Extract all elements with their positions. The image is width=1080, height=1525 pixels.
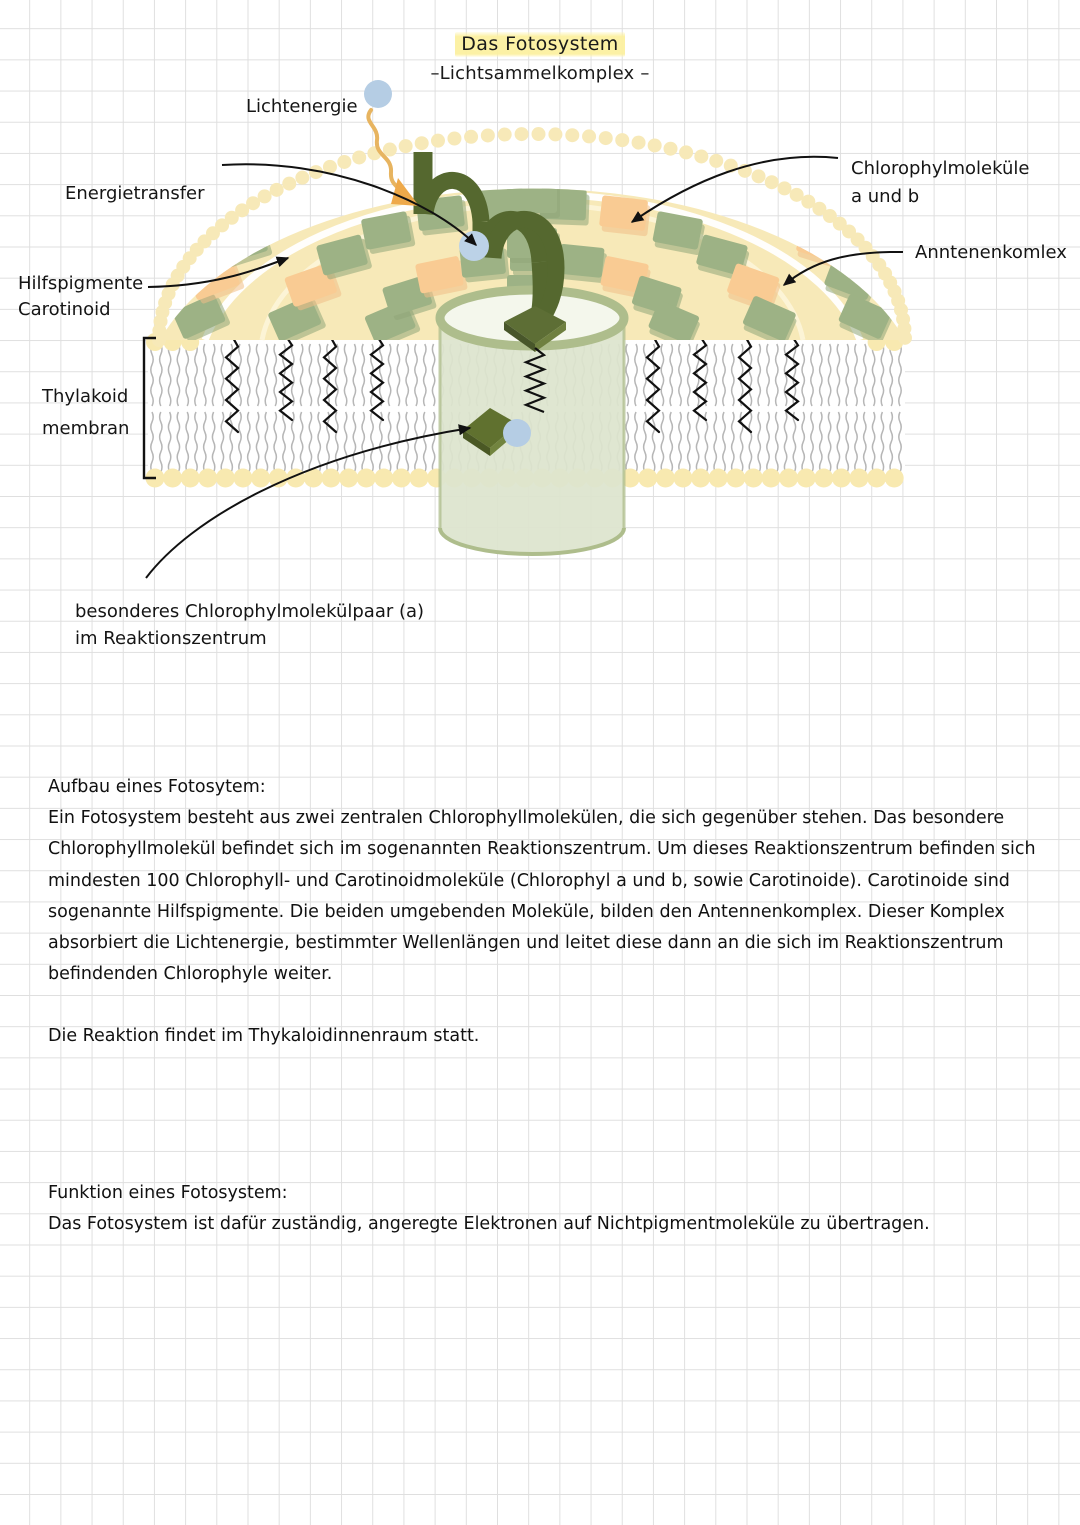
funktion-heading: Funktion eines Fotosystem:	[48, 1182, 288, 1203]
aufbau-paragraph: Ein Fotosystem besteht aus zwei zentrale…	[48, 808, 1036, 985]
label-energietransfer: Energietransfer	[65, 183, 205, 204]
label-chlorophyl-line1: Chlorophylmoleküle	[851, 158, 1030, 179]
paragraph-spacer-2	[48, 1053, 1048, 1178]
label-reaktionszentrum-line1: besonderes Chlorophylmolekülpaar (a)	[75, 601, 425, 622]
light-energy-squiggle	[366, 108, 406, 198]
label-reaktionszentrum-line2: im Reaktionszentrum	[75, 628, 267, 649]
photon-circle-antenna	[459, 231, 489, 261]
paragraph-spacer-1	[48, 990, 1048, 1021]
phytol-tail-top	[523, 347, 547, 414]
page-subtitle: –Lichtsammelkomplex –	[0, 63, 1080, 84]
page-title: Das Fotosystem	[0, 32, 1080, 57]
reaction-center-chlorophyll-top	[504, 306, 566, 352]
reaktion-paragraph: Die Reaktion findet im Thykaloidinnenrau…	[48, 1026, 480, 1047]
funktion-paragraph: Das Fotosystem ist dafür zuständig, ange…	[48, 1213, 930, 1234]
notes-body: Aufbau eines Fotosytem: Ein Fotosystem b…	[48, 772, 1048, 1240]
electron-photon-circle-lower	[503, 419, 531, 447]
label-thylakoid-line1: Thylakoid	[42, 386, 129, 407]
label-hilfspigmente-line2: Carotinoid	[18, 299, 111, 320]
main-transfer-arc	[484, 211, 565, 334]
pointer-energietransfer	[221, 163, 478, 246]
pigment-phytol-tails	[224, 334, 800, 434]
page-subtitle-text: –Lichtsammelkomplex –	[430, 63, 650, 84]
pointer-reaktionszentrum	[145, 424, 472, 579]
light-photon-circle	[364, 80, 392, 108]
pointer-antennenkomplex	[782, 250, 904, 286]
light-energy-arrowhead	[391, 178, 419, 206]
label-lichtenergie: Lichtenergie	[246, 96, 358, 117]
antenna-scalloped-edge	[152, 127, 912, 347]
label-antennenkomplex: Anntenenkomlex	[915, 242, 1067, 263]
label-hilfspigmente-line1: Hilfspigmente	[18, 273, 144, 294]
pointer-chlorophyl	[630, 155, 839, 223]
aufbau-heading: Aufbau eines Fotosytem:	[48, 777, 266, 797]
pointer-hilfspigmente	[147, 256, 290, 288]
label-chlorophyl-line2: a und b	[851, 186, 920, 207]
label-thylakoid-line2: membran	[42, 418, 130, 439]
page-title-text: Das Fotosystem	[455, 32, 625, 57]
thylakoid-bracket	[142, 336, 156, 480]
photosystem-diagram	[142, 80, 912, 579]
